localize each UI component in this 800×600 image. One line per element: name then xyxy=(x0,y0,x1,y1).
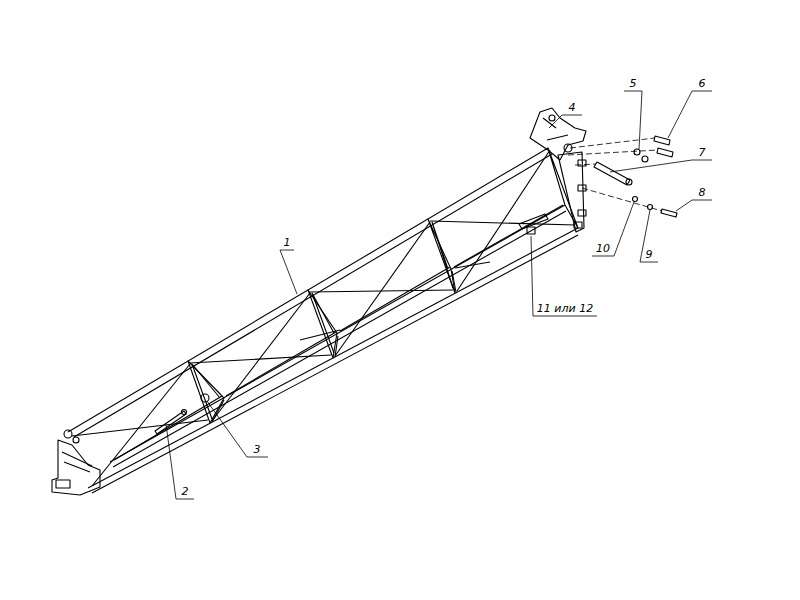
callout-number: 2 xyxy=(182,486,189,498)
callout-number: 9 xyxy=(646,249,653,261)
callout-number: 8 xyxy=(699,187,706,199)
callout-number: 3 xyxy=(254,444,261,456)
callout-number: 6 xyxy=(699,78,706,90)
callout-number: 11 или 12 xyxy=(537,303,593,315)
callout-number: 5 xyxy=(630,78,637,90)
callout-number: 10 xyxy=(596,243,610,255)
callout-number: 1 xyxy=(284,237,291,249)
callout-number: 4 xyxy=(569,102,576,114)
callout-number: 7 xyxy=(699,147,706,159)
